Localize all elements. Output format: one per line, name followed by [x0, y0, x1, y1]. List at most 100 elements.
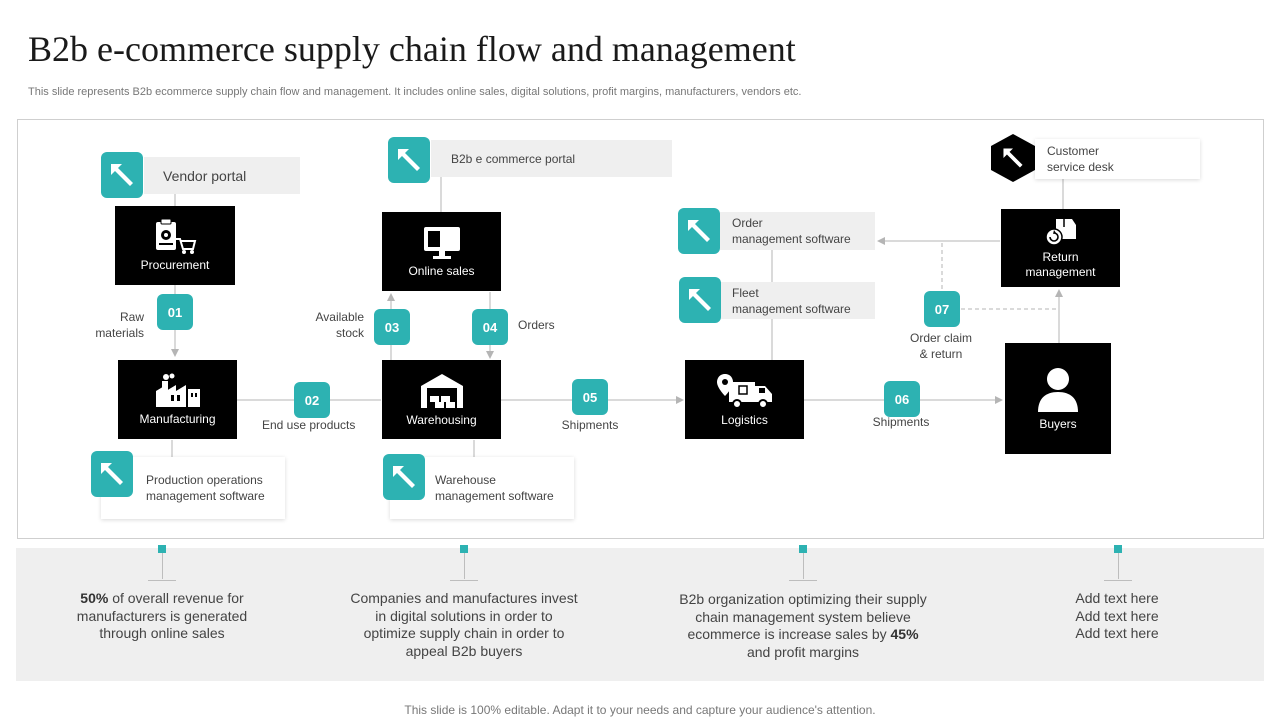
prod-line2: management software: [146, 489, 265, 503]
pointer-arrow-icon: [398, 149, 420, 171]
customer-service-label: Customer service desk: [1035, 139, 1200, 179]
stat-4-base: [1104, 580, 1132, 581]
wh-line1: Warehouse: [435, 473, 496, 487]
stat-3-highlight: 45%: [890, 626, 919, 642]
order-management-label: Order management software: [720, 212, 875, 250]
step-03-badge: 03: [374, 309, 410, 345]
stat-1-marker: [158, 545, 166, 553]
fleet-line2: management software: [732, 301, 851, 316]
stat-4-line3: Add text here: [1075, 625, 1159, 641]
pointer-arrow-icon: [393, 466, 415, 488]
step-06-badge: 06: [884, 381, 920, 417]
pointer-arrow-icon: [689, 289, 711, 311]
raw-materials-label: Raw materials: [88, 309, 144, 341]
order-claim-label: Order claim & return: [896, 330, 986, 362]
pointer-arrow-icon: [1003, 148, 1023, 168]
vendor-portal-text: Vendor portal: [163, 167, 247, 184]
stat-4-line1: Add text here: [1075, 590, 1159, 606]
stat-4-line2: Add text here: [1075, 607, 1159, 624]
stat-2-line4: appeal B2b buyers: [405, 642, 523, 659]
stat-3-marker: [799, 545, 807, 553]
stat-3-base: [789, 580, 817, 581]
raw-line2: materials: [95, 326, 144, 340]
production-software-tile: [91, 451, 133, 497]
step-05-badge: 05: [572, 379, 608, 415]
customer-line2: service desk: [1047, 160, 1114, 174]
oms-line1: Order: [732, 216, 763, 230]
diagram-frame: [17, 119, 1264, 539]
end-use-label: End use products: [262, 418, 356, 432]
shipments-label-1: Shipments: [561, 418, 619, 432]
shipments-label-2: Shipments: [872, 415, 930, 429]
procurement-label: Procurement: [140, 257, 210, 272]
manufacturing-node: Manufacturing: [118, 360, 237, 439]
fleet-line1: Fleet: [732, 285, 759, 300]
stat-2-line1: Companies and manufactures invest: [350, 590, 578, 606]
logistics-node: Logistics: [685, 360, 804, 439]
stat-2-stem: [464, 553, 465, 579]
orders-label: Orders: [518, 318, 555, 332]
stat-3-line4: and profit margins: [746, 643, 860, 660]
user-icon: [1038, 367, 1078, 412]
warehousing-label: Warehousing: [406, 412, 477, 427]
stat-4-stem: [1118, 553, 1119, 579]
oms-line2: management software: [732, 232, 851, 246]
stat-2-line2: in digital solutions in order to: [375, 607, 553, 624]
buyers-label: Buyers: [1039, 416, 1077, 431]
return-management-node: Return management: [1001, 209, 1120, 287]
page-subtitle: This slide represents B2b ecommerce supp…: [28, 86, 802, 98]
stat-4-text: Add text here Add text here Add text her…: [1037, 590, 1197, 643]
clipboard-cart-icon: [156, 218, 197, 254]
claim-line1: Order claim: [909, 331, 972, 345]
order-management-tile: [678, 208, 720, 254]
logistics-label: Logistics: [721, 412, 768, 427]
stat-4-marker: [1114, 545, 1122, 553]
wh-line2: management software: [435, 489, 554, 503]
stat-1-stem: [162, 553, 163, 579]
fleet-management-tile: [679, 277, 721, 323]
procurement-node: Procurement: [115, 206, 235, 285]
online-sales-node: Online sales: [382, 212, 501, 291]
return-box-icon: [1044, 218, 1076, 246]
manufacturing-label: Manufacturing: [139, 411, 216, 426]
return-label-line1: Return: [1042, 249, 1079, 264]
stat-2-base: [450, 580, 478, 581]
prod-line1: Production operations: [146, 473, 263, 487]
stat-3-text: B2b organization optimizing their supply…: [658, 591, 948, 661]
stat-3-line1: B2b organization optimizing their supply: [679, 591, 927, 607]
stat-3-line3: ecommerce is increase sales by: [687, 626, 891, 642]
step-07-badge: 07: [924, 291, 960, 327]
return-label-line2: management: [1025, 264, 1096, 279]
claim-line2: & return: [919, 347, 963, 361]
stat-1-line2: manufacturers is generated: [76, 607, 248, 624]
stat-1-highlight: 50%: [80, 590, 109, 606]
step-04-badge: 04: [472, 309, 508, 345]
stat-2-line3: optimize supply chain in order to: [363, 625, 565, 641]
warehouse-icon: [420, 373, 463, 408]
step-01-badge: 01: [157, 294, 193, 330]
delivery-truck-icon: [716, 373, 772, 409]
raw-line1: Raw: [119, 310, 144, 324]
stat-2-marker: [460, 545, 468, 553]
stat-1-line3: through online sales: [99, 625, 225, 641]
available-stock-label: Available stock: [300, 309, 364, 341]
stat-1-base: [148, 580, 176, 581]
stat-1-text: 50% of overall revenue for manufacturers…: [47, 590, 277, 643]
warehouse-software-tile: [383, 454, 425, 500]
pointer-arrow-icon: [111, 164, 133, 186]
buyers-node: Buyers: [1005, 343, 1111, 454]
stat-3-stem: [803, 553, 804, 579]
customer-line1: Customer: [1047, 144, 1100, 158]
pointer-arrow-icon: [101, 463, 123, 485]
b2b-portal-tile: [388, 137, 430, 183]
factory-icon: [155, 373, 200, 407]
vendor-portal-label: Vendor portal: [144, 157, 300, 194]
avail-line2: stock: [335, 326, 364, 340]
b2b-portal-text: B2b e commerce portal: [451, 151, 576, 166]
stat-3-line2: chain management system believe: [695, 608, 911, 625]
vendor-portal-tile: [101, 152, 143, 198]
monitor-icon: [423, 226, 460, 259]
avail-line1: Available: [315, 310, 364, 324]
b2b-portal-label: B2b e commerce portal: [431, 140, 672, 177]
stat-2-text: Companies and manufactures invest in dig…: [334, 590, 594, 660]
